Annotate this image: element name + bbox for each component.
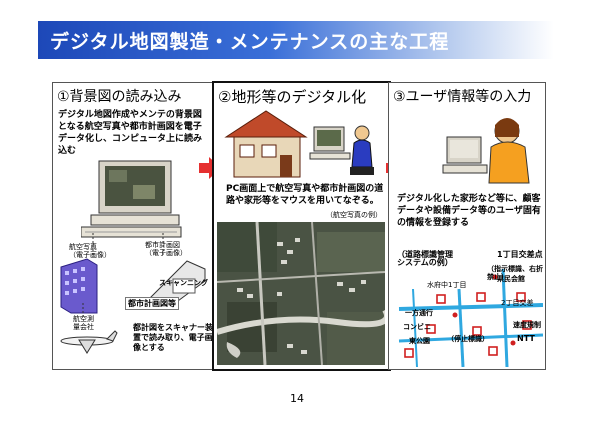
- computer-illustration: [81, 159, 191, 241]
- photo-caption: （航空写真の例）: [326, 211, 382, 219]
- house-illustration: [222, 107, 384, 181]
- one-way-label: 一方通行: [405, 309, 433, 317]
- convenience-label: コンビニ: [403, 323, 431, 331]
- chome-label: 2丁目交差: [501, 299, 533, 307]
- panel-description: デジタル地図作成やメンテの背景図となる航空写真や都市計画図を電子データ化し、コン…: [58, 109, 210, 157]
- panel-title: ③ユーザ情報等の入力: [393, 86, 531, 106]
- ntt-label: NTT: [517, 335, 535, 343]
- route-label: 水府中1丁目: [427, 281, 466, 289]
- intersection-label: 1丁目交差点: [497, 251, 543, 259]
- panel-description: デジタル化した家形など等に、顧客データや設備データ等のユーザ固有の情報を登録する: [397, 193, 543, 229]
- panel-digitization: ②地形等のデジタル化 PC画面上で航空写真や都市計画図の道路や家形等をマウスを用…: [212, 81, 391, 371]
- parking-label: 県民会館: [497, 275, 525, 283]
- east-park-label: 東公園: [409, 337, 430, 345]
- title-banner: デジタル地図製造・メンテナンスの主な工程: [38, 21, 554, 59]
- panel-background-import: ①背景図の読み込み デジタル地図作成やメンテの背景図となる航空写真や都市計画図を…: [52, 82, 214, 370]
- system-example-label: （道路標識管理システムの例）: [397, 251, 457, 267]
- panel-title: ①背景図の読み込み: [57, 86, 182, 106]
- panel-title: ②地形等のデジタル化: [218, 86, 366, 107]
- aerial-photo: [217, 222, 385, 365]
- panel-user-data: ③ユーザ情報等の入力 デジタル化した家形など等に、顧客データや設備データ等のユー…: [388, 82, 546, 370]
- slide-title: デジタル地図製造・メンテナンスの主な工程: [50, 27, 449, 54]
- page-number: 14: [290, 392, 304, 405]
- operator-illustration: [441, 107, 537, 189]
- stop-sign-label: （停止標識）: [447, 335, 489, 343]
- connector-lines: [53, 233, 213, 333]
- speed-limit-label: 速度規制: [513, 321, 541, 329]
- panel-description: PC画面上で航空写真や都市計画図の道路や家形等をマウスを用いてなぞる。: [226, 183, 386, 207]
